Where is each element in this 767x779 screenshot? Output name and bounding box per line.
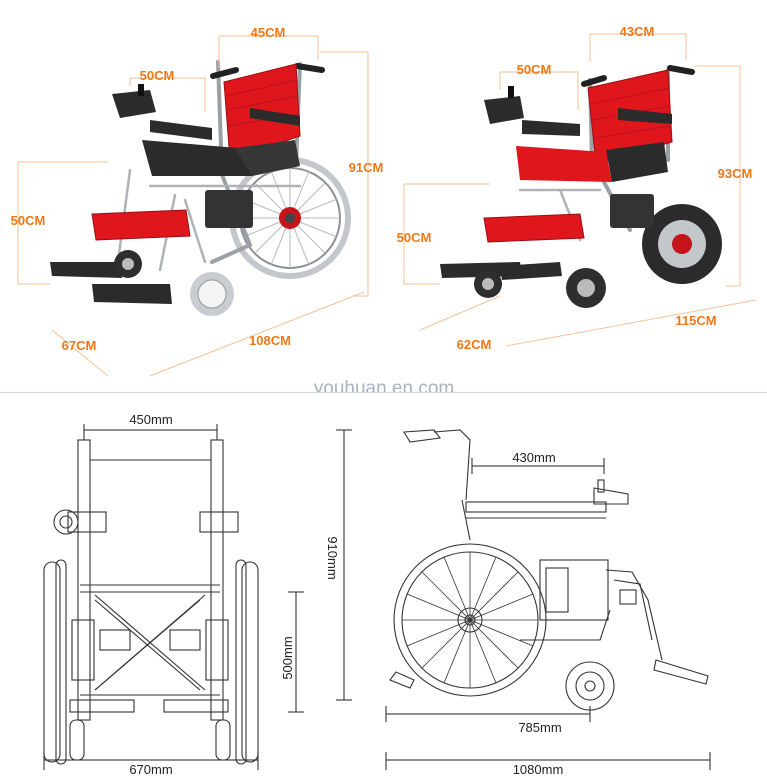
right-height-label: 93CM bbox=[718, 166, 753, 181]
left-width-label: 67CM bbox=[62, 338, 97, 353]
right-length-label: 115CM bbox=[675, 313, 716, 328]
side-wheelbase-label: 785mm bbox=[518, 720, 561, 735]
drawings-svg: 450mm 670mm 500mm bbox=[43, 412, 711, 777]
left-backrest-width-label: 45CM bbox=[251, 25, 286, 40]
front-view-dimensions bbox=[43, 424, 304, 770]
front-overall-width-label: 670mm bbox=[129, 762, 172, 777]
side-view-dimensions bbox=[336, 429, 711, 770]
side-seat-depth-label: 430mm bbox=[512, 450, 555, 465]
watermark-text: youhuan.en.com bbox=[314, 378, 455, 392]
left-dimension-lines bbox=[17, 35, 369, 377]
left-wheelchair-photo bbox=[50, 60, 351, 316]
left-height-label: 91CM bbox=[349, 160, 384, 175]
left-length-label: 108CM bbox=[249, 333, 291, 348]
right-wheelchair-photo bbox=[440, 65, 722, 308]
right-dimension-lines bbox=[403, 33, 757, 347]
front-view-drawing bbox=[43, 439, 259, 765]
front-seat-height-label: 500mm bbox=[280, 636, 295, 679]
right-width-label: 62CM bbox=[457, 337, 492, 352]
side-overall-length-label: 1080mm bbox=[513, 762, 564, 777]
side-overall-height-label: 910mm bbox=[325, 536, 340, 579]
side-view-drawing bbox=[389, 429, 709, 711]
front-seat-width-label: 450mm bbox=[129, 412, 172, 427]
right-armrest-label: 50CM bbox=[517, 62, 552, 77]
right-seat-height-label: 50CM bbox=[397, 230, 432, 245]
right-backrest-width-label: 43CM bbox=[620, 24, 655, 39]
product-photos-panel: 45CM 50CM 91CM 50CM 108CM 67CM bbox=[0, 24, 767, 393]
left-armrest-label: 50CM bbox=[140, 68, 175, 83]
photos-svg: 45CM 50CM 91CM 50CM 108CM 67CM bbox=[11, 24, 757, 392]
technical-drawings-panel: 450mm 670mm 500mm bbox=[0, 393, 767, 779]
left-seat-height-label: 50CM bbox=[11, 213, 46, 228]
